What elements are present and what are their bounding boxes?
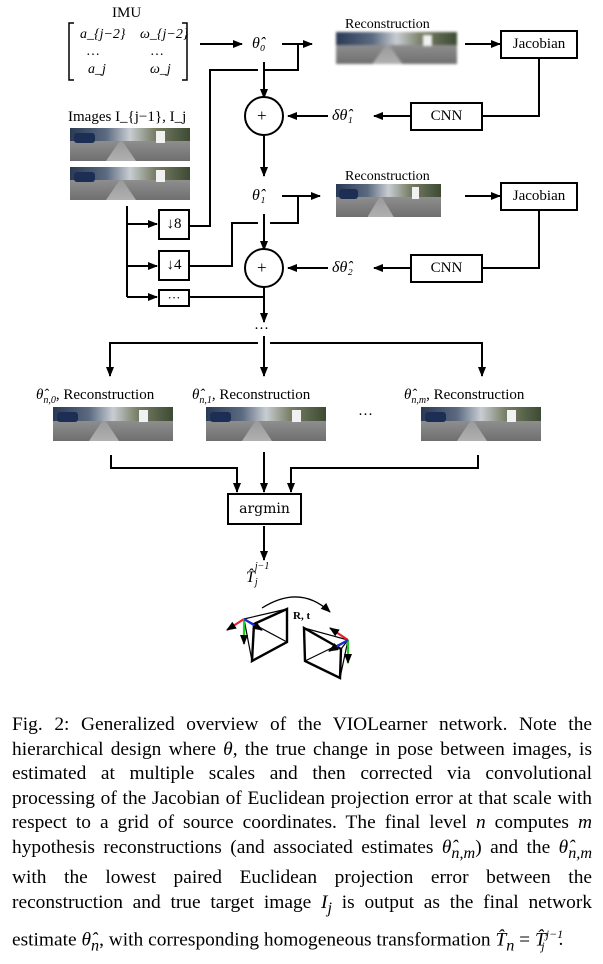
matrix-right-bracket [182,22,188,81]
caption-sub-nm-1: n,m [451,844,476,862]
camera2-x-axis-arrow [329,627,349,641]
hypothesis-0-theta: θ̂ [36,387,44,403]
caption-seg-2: , the true change in pose between images… [12,738,592,834]
reconstruction-image-2 [336,184,441,217]
hypothesis-1-text: , Reconstruction [211,387,311,403]
caption-seg-8: , with corresponding homogeneous transfo… [99,928,496,950]
argmin-box: argmin [227,493,302,525]
camera1-z-axis-arrow [243,618,263,631]
arrow-fan-hypm [270,342,486,377]
hypothesis-1-theta: θ̂ [192,387,200,403]
hypothesis-0-sub: n,0 [43,395,56,406]
caption-I: I [321,892,328,914]
input-image-curr [70,167,190,200]
cnn-box-2: CNN [410,254,483,283]
diagram-connectors [68,22,540,680]
caption-seg-7: is output as the final network estimate [12,892,592,950]
downsample-4-box: ↓4 [158,250,190,281]
input-image-prev [70,128,190,161]
imu-accel-j: a_j [88,62,106,77]
imu-gyro-j: ω_j [150,62,171,77]
sum-node-2 [244,248,284,288]
theta0-label: θ̂₀ [252,35,266,52]
caption-equals: = [514,928,535,950]
caption-seg-1: Fig. 2: Generalized overview of the VIOL… [12,714,592,760]
arrow-hyp0-to-argmin [110,455,241,493]
caption-period: . [558,928,564,950]
caption-T-n: T̂ [495,928,507,950]
caption-T-j: T̂ [534,928,546,950]
hypothesis-m-sub: n,m [411,395,427,406]
caption-T-sup: j−1 [545,926,564,941]
caption-m: m [577,812,592,834]
imu-gyro-j-2: ω_{j−2} [140,27,189,42]
motion-arc-arrow [261,596,331,613]
imu-dots-2: … [150,44,164,59]
caption-theta: θ [223,738,233,760]
arrow-fan-hyp0 [106,342,258,377]
level-ellipsis: ··· [254,321,269,337]
reconstruction-label-1: Reconstruction [345,17,430,32]
line-down4-to-level1 [190,222,258,267]
caption-seg-6: with the lowest paired Euclidean project… [12,867,592,914]
hypothesis-0-text: , Reconstruction [55,387,155,403]
camera-frustum-1 [243,607,289,664]
caption-text: Fig. 2: Generalized overview of the VIOL… [12,713,592,958]
matrix-left-bracket [68,22,74,81]
hypothesis-0-image [53,407,173,441]
hypothesis-ellipsis: ··· [358,407,373,423]
caption-T-sub-j: j [541,938,545,953]
caption-theta-nm-2: θ̂ [558,836,569,858]
caption-seg-4: hypothesis reconstructions (and associat… [12,836,442,858]
hypothesis-1-image [206,407,326,441]
hypothesis-m-label: θ̂n,m, Reconstruction [404,388,524,406]
reconstruction-image-1 [336,32,457,64]
imu-title: IMU [112,5,142,21]
hypothesis-m-theta: θ̂ [404,387,412,403]
output-transform-sub: j [254,577,258,588]
caption-sub-j: j [327,899,333,917]
hypothesis-0-label: θ̂n,0, Reconstruction [36,388,154,406]
motion-label: R, t [293,610,311,622]
caption-seg-5: ) and the [475,836,559,858]
line-theta1-branch [270,196,299,224]
caption-theta-nm-1: θ̂ [441,836,452,858]
arrow-hypm-to-argmin [287,455,479,493]
theta1-label: θ̂₁ [252,187,266,204]
cnn-box-1: CNN [410,102,483,131]
plus-symbol-2: + [257,258,267,277]
jacobian-box-2: Jacobian [500,182,578,211]
output-transform-base: T̂ [246,569,255,586]
output-transform-label: T̂j−1 j [246,562,279,588]
imu-dots-1: … [86,44,100,59]
output-transform-sup: j−1 [254,561,270,572]
imu-accel-j-2: a_{j−2} [80,27,126,42]
line-theta0-branch [265,44,299,71]
downsample-8-box: ↓8 [158,209,190,240]
figure-caption: Fig. 2: Generalized overview of the VIOL… [12,713,592,958]
delta-theta2-label: δθ̂₂ [332,259,353,276]
plus-symbol-1: + [257,106,267,125]
line-down8-to-level0 [190,69,258,227]
jacobian-box-1: Jacobian [500,30,578,59]
camera2-z-axis-arrow [328,639,349,652]
hypothesis-m-image [421,407,541,441]
caption-n: n [475,812,486,834]
images-label: Images I_{j−1}, I_j [68,109,187,125]
caption-sub-nm-2: n,m [568,844,592,862]
delta-theta1-label: δθ̂₁ [332,107,353,124]
camera1-x-axis-arrow [226,618,245,631]
caption-sub-n: n [91,936,100,954]
caption-T-sub-n: n [506,936,515,954]
hypothesis-1-sub: n,1 [199,395,212,406]
caption-theta-n: θ̂ [81,928,91,950]
hypothesis-m-text: , Reconstruction [426,387,525,403]
reconstruction-label-2: Reconstruction [345,169,430,184]
downsample-more-box: ··· [158,289,190,307]
caption-seg-3: computes [485,812,578,834]
hypothesis-1-label: θ̂n,1, Reconstruction [192,388,310,406]
camera-motion-illustration [226,596,352,680]
sum-node-1 [244,96,284,136]
